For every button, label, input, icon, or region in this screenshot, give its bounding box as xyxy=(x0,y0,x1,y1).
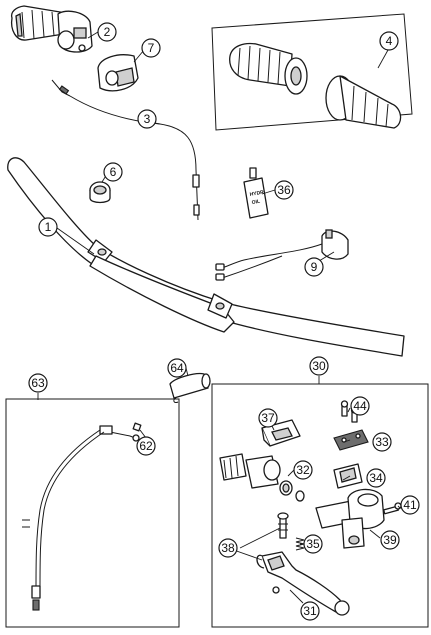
callout-7: 7 xyxy=(141,38,161,58)
svg-text:7: 7 xyxy=(148,41,155,55)
grips-group-frame xyxy=(211,13,413,131)
callout-34: 34 xyxy=(366,468,386,488)
callout-62: 62 xyxy=(136,436,156,456)
callout-3: 3 xyxy=(137,109,157,129)
callout-37: 37 xyxy=(258,408,278,428)
pivot-bolt-part xyxy=(277,512,289,539)
grips-part xyxy=(229,42,402,129)
svg-text:39: 39 xyxy=(383,533,397,547)
callout-1: 1 xyxy=(38,217,58,237)
callout-31: 31 xyxy=(300,601,320,621)
callout-39: 39 xyxy=(380,530,400,550)
svg-text:1: 1 xyxy=(45,220,52,234)
svg-text:30: 30 xyxy=(312,359,326,373)
svg-text:35: 35 xyxy=(306,537,320,551)
kill-switch-part xyxy=(215,229,349,281)
svg-text:38: 38 xyxy=(221,541,235,555)
master-cylinder-body-part xyxy=(315,488,385,549)
bottle-label-line1: HYDR. xyxy=(249,189,266,198)
clutch-lever-group-frame xyxy=(211,383,429,628)
callout-9: 9 xyxy=(304,257,324,277)
svg-text:44: 44 xyxy=(353,399,367,413)
reservoir-gasket-part xyxy=(333,463,363,489)
svg-text:37: 37 xyxy=(261,411,275,425)
throttle-housing-cover-part xyxy=(97,54,139,92)
bottle-label-line2: OIL xyxy=(251,199,260,206)
svg-text:4: 4 xyxy=(386,34,393,48)
callout-4: 4 xyxy=(379,31,399,51)
hydraulic-oil-bottle-part: HYDR. OIL xyxy=(243,167,269,219)
svg-text:32: 32 xyxy=(296,463,310,477)
throttle-cable-group-frame xyxy=(5,398,180,628)
svg-text:3: 3 xyxy=(144,112,151,126)
callout-35: 35 xyxy=(303,534,323,554)
svg-text:33: 33 xyxy=(375,435,389,449)
callout-6: 6 xyxy=(103,162,123,182)
callout-64: 64 xyxy=(167,358,187,378)
diaphragm-cover-part xyxy=(333,429,369,451)
svg-text:6: 6 xyxy=(110,165,117,179)
callout-30: 30 xyxy=(309,356,329,376)
svg-text:41: 41 xyxy=(403,498,417,512)
handlebar-part xyxy=(7,157,405,357)
svg-text:36: 36 xyxy=(277,183,291,197)
svg-text:2: 2 xyxy=(104,25,111,39)
clutch-lever-part xyxy=(256,551,350,616)
svg-text:63: 63 xyxy=(31,376,45,390)
callout-36: 36 xyxy=(274,180,294,200)
svg-text:34: 34 xyxy=(369,471,383,485)
svg-text:9: 9 xyxy=(311,260,318,274)
callout-38: 38 xyxy=(218,538,238,558)
callout-63: 63 xyxy=(28,373,48,393)
callout-33: 33 xyxy=(372,432,392,452)
svg-text:31: 31 xyxy=(303,604,317,618)
throttle-cable-lower-part xyxy=(22,425,141,611)
rubber-cap-part xyxy=(169,372,211,403)
bushing-part xyxy=(89,181,111,204)
throttle-cable-part xyxy=(51,79,200,221)
throttle-grip-part xyxy=(10,5,93,53)
callout-32: 32 xyxy=(293,460,313,480)
svg-text:62: 62 xyxy=(139,439,153,453)
callout-2: 2 xyxy=(97,22,117,42)
master-cylinder-piston-part xyxy=(219,453,305,502)
small-screw-part xyxy=(132,422,142,432)
svg-text:64: 64 xyxy=(170,361,184,375)
callout-41: 41 xyxy=(400,495,420,515)
callout-44: 44 xyxy=(350,396,370,416)
mounting-screw-part xyxy=(383,502,402,515)
